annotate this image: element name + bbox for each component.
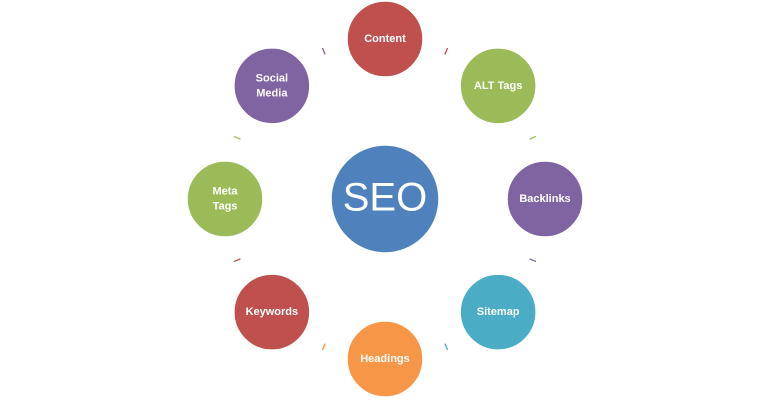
node-content: Content <box>346 0 424 78</box>
node-content-circle <box>346 0 424 78</box>
node-social-media-label: Social <box>256 72 288 84</box>
node-sitemap: Sitemap <box>459 273 537 351</box>
node-backlinks-label: Backlinks <box>519 193 570 205</box>
node-content-label: Content <box>364 33 406 45</box>
connector-arc-social-media <box>321 47 326 55</box>
node-alt-tags: ALT Tags <box>459 47 537 125</box>
node-alt-tags-circle <box>459 47 537 125</box>
connector-arc-keywords <box>233 258 241 263</box>
connector-arc-content <box>444 47 449 55</box>
node-alt-tags-label: ALT Tags <box>474 80 522 92</box>
node-keywords: Keywords <box>233 273 311 351</box>
connector-arc-sitemap <box>444 343 449 351</box>
node-sitemap-label: Sitemap <box>477 306 520 318</box>
node-meta-tags-circle <box>186 160 264 238</box>
node-backlinks-circle <box>506 160 584 238</box>
node-headings-circle <box>346 320 424 398</box>
node-meta-tags-label: Tags <box>213 200 238 212</box>
connector-arc-headings <box>321 343 326 351</box>
center-node-label: SEO <box>343 176 427 220</box>
center-node-circle <box>330 144 440 254</box>
node-backlinks: Backlinks <box>506 160 584 238</box>
node-headings: Headings <box>346 320 424 398</box>
connector-arc-alt-tags <box>529 135 537 140</box>
node-social-media-circle <box>233 47 311 125</box>
connector-arc-meta-tags <box>233 135 241 140</box>
node-social-media-label: Media <box>256 87 288 99</box>
node-meta-tags-label: Meta <box>212 185 238 197</box>
node-keywords-label: Keywords <box>246 306 299 318</box>
center-node: SEO <box>330 144 440 254</box>
node-headings-label: Headings <box>360 353 410 365</box>
connector-arc-backlinks <box>529 258 537 263</box>
node-sitemap-circle <box>459 273 537 351</box>
node-keywords-circle <box>233 273 311 351</box>
